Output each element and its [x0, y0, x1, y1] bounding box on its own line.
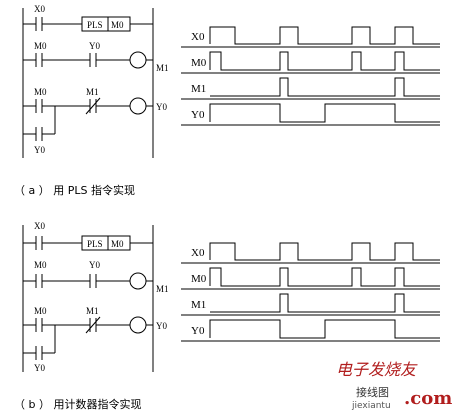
label-contact-m1-nc: M1	[86, 87, 99, 97]
signal-label-m0: M0	[191, 57, 207, 69]
label-contact-x0: X0	[34, 221, 45, 231]
label-coil-y0: Y0	[156, 321, 167, 331]
signal-label-x0: X0	[191, 247, 205, 259]
label-contact-y0: Y0	[89, 41, 100, 51]
waveform-y0	[209, 103, 440, 123]
timing-diagram-a: X0 M0 M1 Y0	[181, 26, 440, 126]
diagram-panel-b: X0 PLS M0 M0 Y0 M1 M0 M1 Y0 Y0 X0 M0 M1 …	[22, 221, 440, 373]
signal-label-m1: M1	[191, 83, 206, 95]
waveform-m0	[209, 267, 440, 287]
signal-label-y0: Y0	[191, 109, 205, 121]
watermark-logo: 电子发烧友	[336, 360, 417, 379]
label-pls-operand: M0	[111, 20, 124, 30]
signal-label-x0: X0	[191, 31, 205, 43]
label-contact-x0: X0	[34, 4, 45, 14]
contact-m1-nc-slash	[85, 97, 101, 115]
label-coil-m1: M1	[156, 63, 169, 73]
ladder-diagram-b	[22, 225, 154, 372]
waveform-m1	[210, 293, 440, 313]
label-pls: PLS	[87, 239, 103, 249]
coil-m1	[129, 272, 147, 290]
timing-diagram-b: X0 M0 M1 Y0	[181, 242, 440, 342]
label-contact-m0: M0	[34, 41, 47, 51]
ladder-diagram-a	[22, 8, 154, 158]
ladder-labels-b: X0 PLS M0 M0 Y0 M1 M0 M1 Y0 Y0	[34, 221, 169, 373]
label-pls-operand: M0	[111, 239, 124, 249]
waveform-m1	[210, 77, 440, 97]
watermark-site-cn: 接线图	[356, 386, 389, 399]
label-contact-m0b: M0	[34, 87, 47, 97]
coil-y0	[129, 316, 147, 334]
coil-m1	[129, 51, 147, 69]
label-contact-m0b: M0	[34, 306, 47, 316]
waveform-x0	[209, 242, 440, 261]
watermark-site-url: jiexiantu	[352, 401, 391, 411]
watermark-dotcom: .com	[404, 388, 453, 409]
waveform-m0	[209, 51, 440, 71]
signal-label-m1: M1	[191, 299, 206, 311]
label-pls: PLS	[87, 20, 103, 30]
ladder-labels-a: X0 PLS M0 M0 Y0 M1 M0 M1 Y0 Y0	[34, 4, 169, 155]
caption-a: （ a ） 用 PLS 指令实现	[14, 184, 135, 197]
label-coil-y0: Y0	[156, 102, 167, 112]
contact-m1-nc-slash	[85, 316, 101, 334]
label-contact-y0: Y0	[89, 260, 100, 270]
signal-label-m0: M0	[191, 273, 207, 285]
label-coil-m1: M1	[156, 284, 169, 294]
caption-b: （ b ） 用计数器指令实现	[14, 398, 142, 411]
label-contact-m0: M0	[34, 260, 47, 270]
waveform-y0	[209, 319, 440, 339]
label-contact-y0-hold: Y0	[34, 363, 45, 373]
signal-label-y0: Y0	[191, 325, 205, 337]
label-contact-y0-hold: Y0	[34, 145, 45, 155]
waveform-x0	[209, 26, 440, 45]
label-contact-m1-nc: M1	[86, 306, 99, 316]
diagram-panel-a: X0 PLS M0 M0 Y0 M1 M0 M1 Y0 Y0 X0 M0 M1 …	[22, 4, 440, 158]
coil-y0	[129, 97, 147, 115]
